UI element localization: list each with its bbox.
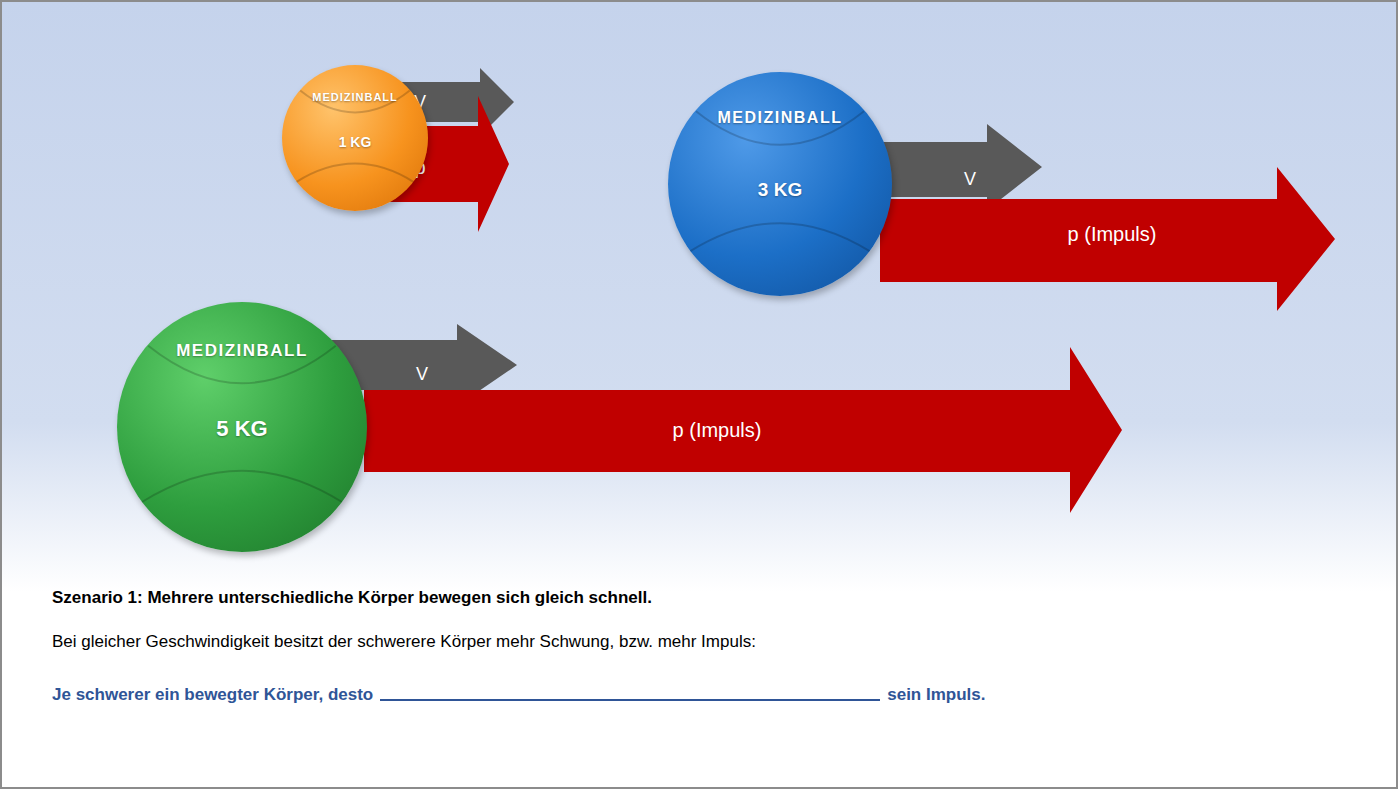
arrow-label: p (Impuls) xyxy=(673,419,762,441)
ball-seam-line xyxy=(142,471,342,502)
cloze-end: sein Impuls. xyxy=(887,685,985,705)
arrow-label: V xyxy=(416,364,428,384)
fill-in-line: Je schwerer ein bewegter Körper, desto se… xyxy=(52,685,1352,705)
medicine-ball: MEDIZINBALL 3 KG xyxy=(668,72,892,296)
ball-weight: 3 KG xyxy=(758,179,802,200)
heading-line: Szenario 1: Mehrere unterschiedliche Kör… xyxy=(52,588,1352,608)
arrow-outline xyxy=(782,124,1042,210)
text-block: Szenario 1: Mehrere unterschiedliche Kör… xyxy=(52,588,1352,705)
ball-seam-line xyxy=(300,91,410,113)
ball-brand: MEDIZINBALL xyxy=(718,109,843,126)
ball-text-holder: 1 KG xyxy=(282,133,428,151)
scenario-heading: Szenario 1: Mehrere unterschiedliche Kör… xyxy=(52,588,652,607)
body-text: Bei gleicher Geschwindigkeit besitzt der… xyxy=(52,632,756,651)
ball-weight: 5 KG xyxy=(216,416,267,441)
ball-text-holder: MEDIZINBALL xyxy=(117,341,367,361)
arrow-label: p (Impuls) xyxy=(1068,223,1157,245)
answer-blank xyxy=(380,698,880,701)
ball-text-holder: MEDIZINBALL xyxy=(282,87,428,105)
arrow-outline xyxy=(880,167,1335,311)
ball-text-holder: 5 KG xyxy=(117,416,367,442)
arrow-text-holder: V xyxy=(964,169,976,190)
arrow-outline xyxy=(364,347,1122,513)
body-line: Bei gleicher Geschwindigkeit besitzt der… xyxy=(52,632,1352,652)
ball-seam-line xyxy=(690,223,869,251)
arrow-text-holder: V xyxy=(416,364,428,385)
medicine-ball: MEDIZINBALL 5 KG xyxy=(117,302,367,552)
ball-text-holder: MEDIZINBALL xyxy=(668,109,892,127)
arrow-outline xyxy=(354,96,509,232)
momentum-arrow: p (Impuls) xyxy=(364,347,1122,513)
ball-weight: 1 KG xyxy=(339,134,372,150)
ball-brand: MEDIZINBALL xyxy=(176,341,308,360)
arrow-label: V xyxy=(964,169,976,189)
ball-text-holder: 3 KG xyxy=(668,179,892,201)
medicine-ball: MEDIZINBALL 1 KG xyxy=(282,65,428,211)
cloze-start: Je schwerer ein bewegter Körper, desto xyxy=(52,685,373,705)
arrow-text-holder: p (Impuls) xyxy=(1068,223,1157,246)
momentum-arrow: p (Impuls) xyxy=(880,167,1335,311)
ball-brand: MEDIZINBALL xyxy=(312,91,398,103)
ball-seam-line xyxy=(297,164,414,182)
arrow-text-holder: p (Impuls) xyxy=(673,419,762,442)
